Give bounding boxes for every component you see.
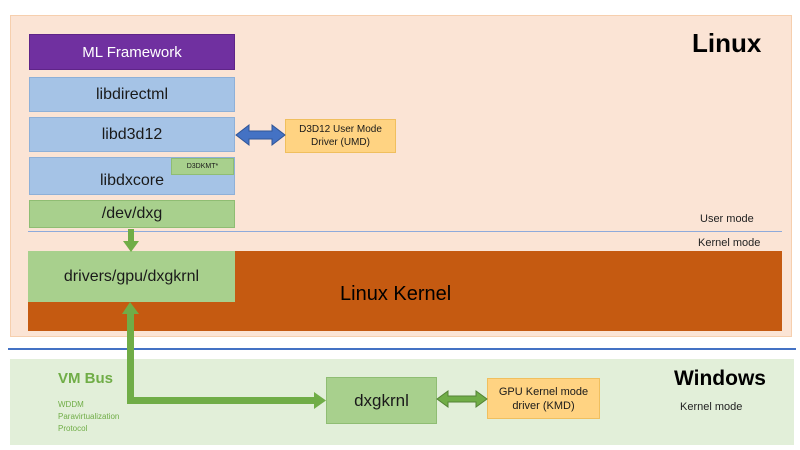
linux-windows-separator xyxy=(8,348,796,350)
umd-line-1: D3D12 User Mode xyxy=(299,124,382,135)
kernel-mode-label-windows: Kernel mode xyxy=(680,401,743,413)
dxg-down-arrow xyxy=(123,229,139,252)
d3dkmt-tag: D3DKMT* xyxy=(171,158,234,175)
kmd-box: GPU Kernel mode driver (KMD) xyxy=(487,378,600,419)
vmbus-elbow-arrow xyxy=(122,302,326,409)
linux-kernel-label: Linux Kernel xyxy=(340,283,452,305)
kmd-line-1: GPU Kernel mode xyxy=(498,385,589,398)
kernel-mode-label-linux: Kernel mode xyxy=(698,237,761,249)
vm-bus-label: VM Bus xyxy=(58,370,114,387)
umd-line-2: Driver (UMD) xyxy=(311,137,370,148)
umd-box: D3D12 User Mode Driver (UMD) xyxy=(285,119,396,153)
libdirectml-box: libdirectml xyxy=(29,77,235,112)
dev-dxg-box: /dev/dxg xyxy=(29,200,235,228)
wddm-line-3: Protocol xyxy=(58,424,88,433)
linux-title: Linux xyxy=(692,28,762,58)
wddm-line-1: WDDM xyxy=(58,400,84,409)
d3d12-umd-double-arrow xyxy=(235,123,286,147)
windows-title: Windows xyxy=(674,367,766,390)
kmd-line-2: driver (KMD) xyxy=(512,399,575,412)
libd3d12-box: libd3d12 xyxy=(29,117,235,152)
wddm-line-2: Paravirtualization xyxy=(58,412,120,421)
wddm-protocol-label: WDDM Paravirtualization Protocol xyxy=(58,399,119,435)
ml-framework-box: ML Framework xyxy=(29,34,235,70)
dxgkrnl-kmd-double-arrow xyxy=(436,390,488,408)
user-kernel-mode-divider xyxy=(28,231,782,232)
dxgkrnl-windows-box: dxgkrnl xyxy=(326,377,437,424)
user-mode-label: User mode xyxy=(700,213,754,225)
dxgkrnl-linux-driver-box: drivers/gpu/dxgkrnl xyxy=(28,251,235,302)
